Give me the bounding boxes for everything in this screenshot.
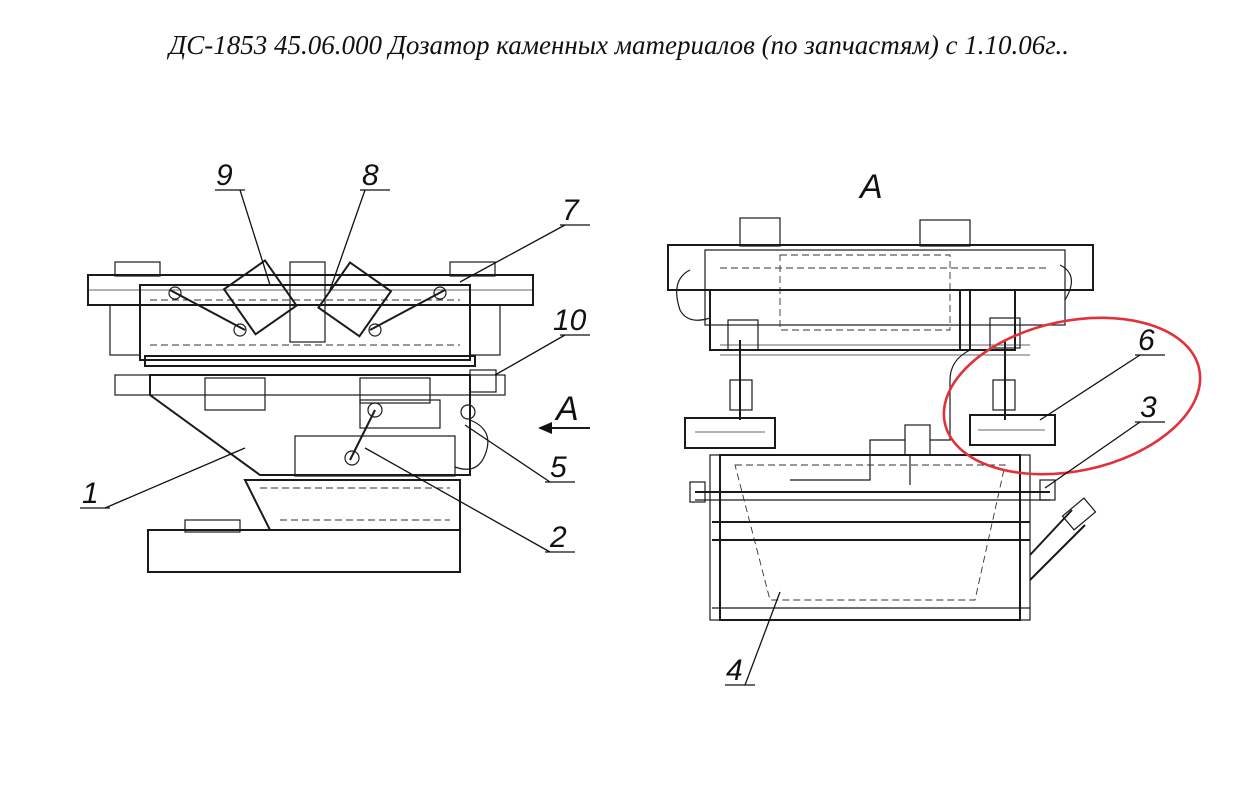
left-callouts [80, 189, 590, 553]
callout-8: 8 [362, 159, 379, 192]
actuator-assembly [168, 259, 447, 343]
callout-1: 1 [82, 477, 99, 510]
section-arrow-label: А [554, 390, 579, 428]
highlight-ellipse [942, 316, 1202, 476]
right-view [667, 217, 1097, 621]
callout-10: 10 [553, 304, 587, 337]
callout-6: 6 [1138, 324, 1155, 357]
view-a-label: А [858, 168, 883, 206]
callout-2: 2 [549, 521, 567, 554]
callout-7: 7 [562, 194, 580, 227]
callout-5: 5 [550, 451, 567, 484]
left-view [87, 259, 590, 573]
callout-9: 9 [216, 159, 233, 192]
right-callouts [725, 354, 1165, 686]
callout-4: 4 [726, 654, 743, 687]
callout-3: 3 [1140, 391, 1157, 424]
drawing-title: ДС-1853 45.06.000 Дозатор каменных матер… [169, 30, 1069, 60]
